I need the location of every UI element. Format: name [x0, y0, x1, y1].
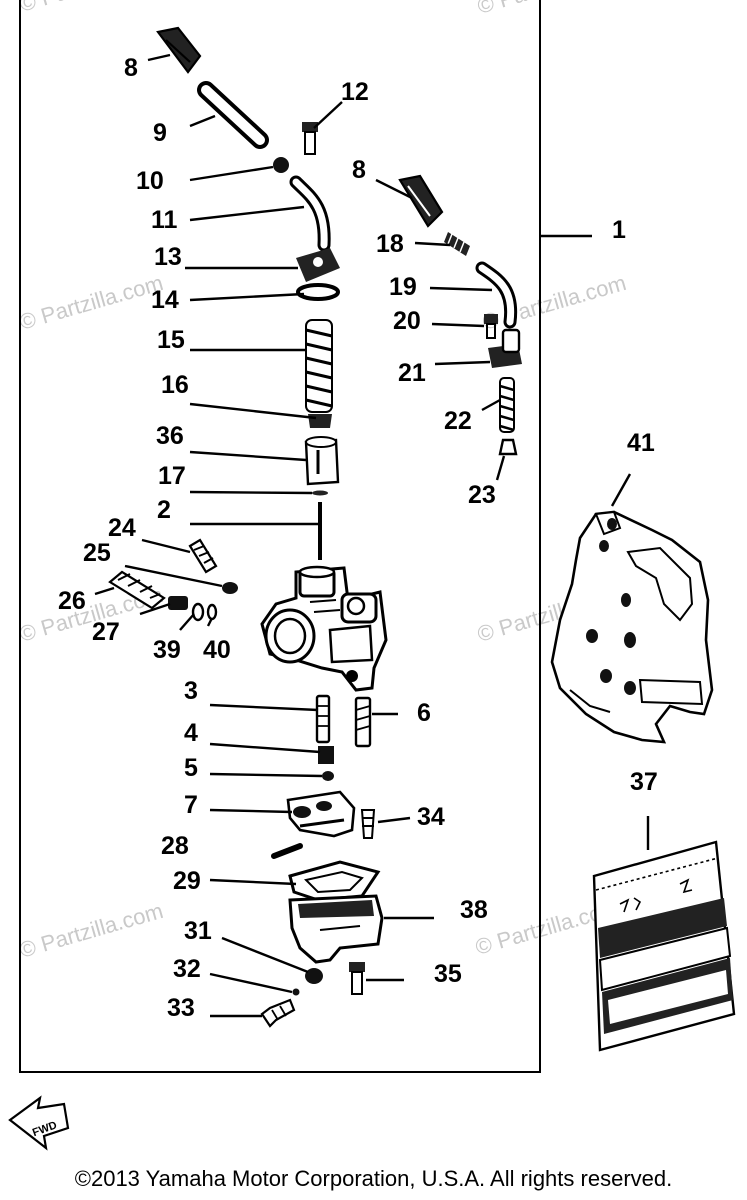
callout-28: 28 [161, 832, 189, 860]
leader-lines [94, 53, 650, 1018]
part-screw-20 [484, 314, 498, 339]
watermark: © Partzilla.com [474, 0, 623, 19]
callout-8: 8 [124, 54, 138, 82]
part-joint-18 [444, 232, 470, 256]
copyright-notice: ©2013 Yamaha Motor Corporation, U.S.A. A… [74, 1166, 673, 1191]
callout-8b: 8 [352, 156, 366, 184]
part-clip-17 [312, 490, 328, 496]
part-needle-jet-3 [315, 694, 331, 744]
part-o-ring-31 [305, 968, 323, 984]
part-screw-6 [354, 696, 372, 748]
callout-4: 4 [184, 719, 198, 747]
part-spring-15 [305, 319, 333, 413]
part-washer-32 [292, 988, 300, 996]
part-plate-21 [488, 328, 522, 368]
watermark: © Partzilla.com [16, 270, 165, 335]
part-washer-5 [322, 771, 334, 781]
part-pilot-screw-25 [222, 582, 238, 594]
callout-18: 18 [376, 230, 404, 258]
part-hose-clamp-8 [156, 26, 202, 74]
watermark: © Partzilla.com [16, 0, 165, 17]
callout-17: 17 [158, 462, 186, 490]
part-fuel-hose-9 [197, 81, 269, 149]
callout-10: 10 [136, 167, 164, 195]
part-seat-16 [308, 414, 332, 428]
part-screw-24 [188, 538, 218, 574]
fwd-arrow-icon: FWD [8, 1095, 70, 1151]
callout-1: 1 [612, 216, 626, 244]
callout-5: 5 [184, 754, 198, 782]
callout-2: 2 [157, 496, 171, 524]
callout-32: 32 [173, 955, 201, 983]
callout-27: 27 [92, 618, 120, 646]
part-spring-22 [499, 377, 515, 433]
callout-26: 26 [58, 587, 86, 615]
callout-29: 29 [173, 867, 201, 895]
callout-37: 37 [630, 768, 658, 796]
part-spring-27 [168, 596, 188, 610]
callout-20: 20 [393, 307, 421, 335]
part-label-sheet-37 [592, 840, 736, 1052]
part-starter-plunger-13 [296, 248, 340, 282]
part-hose-clamp-8b [398, 174, 444, 228]
callout-25: 25 [83, 539, 111, 567]
part-float-7 [286, 790, 356, 838]
part-washer-39 [191, 602, 205, 622]
part-screw-12 [302, 122, 318, 155]
part-carburetor-body [260, 565, 388, 692]
callout-23: 23 [468, 481, 496, 509]
part-plunger-23 [498, 438, 518, 456]
callout-22: 22 [444, 407, 472, 435]
part-gasket-14 [296, 283, 340, 301]
callout-21: 21 [398, 359, 426, 387]
callout-34: 34 [417, 803, 445, 831]
part-pipe-19 [475, 261, 518, 329]
assembly-frame [19, 0, 541, 1073]
part-gasket-29 [288, 860, 381, 902]
callout-12: 12 [341, 78, 369, 106]
part-screw-35 [349, 962, 365, 995]
callout-6: 6 [417, 699, 431, 727]
part-o-ring-40 [206, 603, 218, 621]
part-main-jet-4 [318, 746, 334, 764]
part-cap-10 [273, 157, 289, 173]
callout-39: 39 [153, 636, 181, 664]
part-needle-valve-34 [360, 809, 376, 839]
watermark: © Partzilla.com [16, 898, 165, 963]
callout-11: 11 [151, 206, 178, 234]
callout-14: 14 [151, 286, 179, 314]
callout-19: 19 [389, 273, 417, 301]
part-float-chamber-38 [288, 894, 384, 964]
callout-36: 36 [156, 422, 184, 450]
part-pipe-11 [289, 175, 331, 252]
callout-16: 16 [161, 371, 189, 399]
part-protector-41 [550, 510, 714, 744]
callout-35: 35 [434, 960, 462, 988]
callout-15: 15 [157, 326, 185, 354]
part-throttle-valve-36 [304, 436, 340, 486]
callout-41: 41 [627, 429, 655, 457]
callout-9: 9 [153, 119, 167, 147]
callout-3: 3 [184, 677, 198, 705]
callout-31: 31 [184, 917, 212, 945]
callout-33: 33 [167, 994, 195, 1022]
callout-7: 7 [184, 791, 198, 819]
part-pin-28 [271, 843, 303, 859]
callout-38: 38 [460, 896, 488, 924]
part-throttle-stop-screw-26 [108, 570, 166, 610]
callout-24: 24 [108, 514, 136, 542]
callouts: 8 9 12 10 11 8 18 1 13 14 19 20 21 15 16… [58, 54, 658, 1022]
callout-13: 13 [154, 243, 182, 271]
part-drain-screw-33 [260, 998, 296, 1028]
callout-40: 40 [203, 636, 231, 664]
